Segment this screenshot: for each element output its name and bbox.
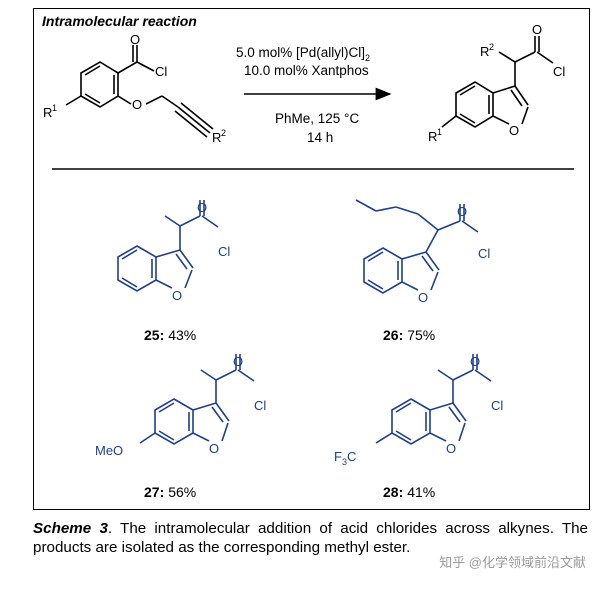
cl-label: Cl	[218, 244, 230, 259]
o-label: O	[209, 441, 219, 456]
r-label: R	[212, 130, 221, 145]
product-26-structure	[355, 199, 479, 294]
r-superscript: 1	[52, 103, 57, 113]
figure-caption: Scheme 3. The intramolecular addition of…	[33, 519, 588, 557]
product-25-structure	[117, 200, 219, 292]
cl-label: Cl	[553, 64, 565, 79]
r-label: R	[480, 44, 489, 59]
condition-ligand: 10.0 mol% Xantphos	[244, 63, 369, 78]
product-27-label: 27:56%	[144, 484, 196, 500]
o-label: O	[233, 354, 243, 369]
methoxy-label: MeO	[95, 443, 123, 458]
product-28-structure	[375, 354, 492, 445]
cl-label: Cl	[155, 64, 167, 79]
r-superscript: 2	[221, 128, 226, 138]
r-superscript: 1	[437, 127, 442, 137]
cl-label: Cl	[491, 398, 503, 413]
o-label: O	[418, 290, 428, 305]
trifluoromethyl-label: F3C	[334, 449, 356, 467]
product-27-structure	[139, 354, 255, 445]
o-label: O	[132, 97, 142, 112]
o-label: O	[457, 204, 467, 219]
starting-material	[65, 45, 214, 138]
o-label: O	[130, 32, 140, 47]
cl-label: Cl	[478, 246, 490, 261]
generic-product	[441, 36, 554, 128]
o-label: O	[532, 22, 542, 37]
o-label: O	[509, 123, 519, 138]
condition-catalyst: 5.0 mol% [Pd(allyl)Cl]2	[236, 45, 370, 63]
caption-lead: Scheme 3	[33, 520, 108, 537]
caption-text: . The intramolecular addition of acid ch…	[33, 520, 589, 556]
scheme-title: Intramolecular reaction	[42, 13, 197, 29]
r-label: R	[43, 105, 52, 120]
o-label: O	[470, 354, 480, 369]
product-28-label: 28:41%	[383, 484, 435, 500]
o-label: O	[446, 441, 456, 456]
scheme-frame	[33, 8, 590, 510]
r-superscript: 2	[489, 42, 494, 52]
watermark: 知乎 @化学领域前沿文献	[439, 555, 586, 570]
condition-time: 14 h	[307, 130, 333, 145]
product-25-label: 25:43%	[144, 327, 196, 343]
condition-solvent: PhMe, 125 °C	[275, 111, 359, 126]
o-label: O	[172, 288, 182, 303]
r-label: R	[428, 129, 437, 144]
o-label: O	[197, 200, 207, 215]
cl-label: Cl	[254, 398, 266, 413]
product-26-label: 26:75%	[383, 327, 435, 343]
